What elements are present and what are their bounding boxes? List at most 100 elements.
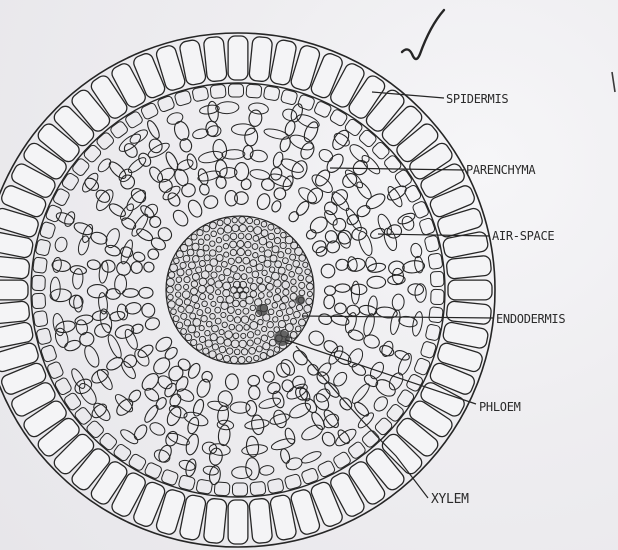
parenchyma-cell <box>106 333 124 359</box>
parenchyma-cell <box>104 244 122 258</box>
parenchyma-cell <box>129 212 150 238</box>
label-phloem: PHLOEM <box>479 400 521 414</box>
parenchyma-cell <box>222 149 245 159</box>
hypodermis-cell <box>54 377 73 396</box>
epidermis-cell <box>0 255 30 279</box>
parenchyma-cell <box>244 128 258 147</box>
vascular-patch <box>256 304 268 316</box>
hypodermis-cell <box>347 441 367 460</box>
parenchyma-cell <box>136 151 153 169</box>
parenchyma-cell <box>320 430 337 448</box>
hypodermis-cell <box>313 100 332 118</box>
epidermis-cell <box>249 36 273 82</box>
parenchyma-cell <box>328 187 350 209</box>
hypodermis-cell <box>374 417 394 437</box>
parenchyma-cell <box>166 111 185 127</box>
parenchyma-cell <box>186 362 202 381</box>
parenchyma-cell <box>107 201 127 219</box>
parenchyma-cell <box>310 239 327 255</box>
hypodermis-cell <box>46 361 64 380</box>
parenchyma-cell <box>166 431 190 447</box>
parenchyma-cell <box>70 265 87 275</box>
parenchyma-cell <box>201 370 214 383</box>
hypodermis-cell <box>32 293 46 309</box>
hypodermis-cell <box>383 154 403 174</box>
parenchyma-cell <box>225 373 239 390</box>
hypodermis-cell <box>267 478 284 494</box>
parenchyma-cell <box>245 457 260 480</box>
parenchyma-cell <box>75 319 89 336</box>
parenchyma-cell <box>130 261 143 275</box>
parenchyma-cell <box>335 284 350 293</box>
parenchyma-cell <box>356 411 376 431</box>
parenchyma-cell <box>259 465 275 477</box>
parenchyma-cell <box>268 171 293 189</box>
parenchyma-cell <box>76 235 90 256</box>
hypodermis-cell <box>32 275 46 290</box>
epidermis-cell <box>448 280 492 300</box>
hypodermis-cell <box>403 184 422 203</box>
parenchyma-cell <box>230 402 250 414</box>
parenchyma-cell <box>119 359 138 381</box>
hypodermis-cell <box>429 307 444 323</box>
hypodermis-cell <box>83 144 103 164</box>
parenchyma-cell <box>153 334 174 354</box>
parenchyma-cell <box>51 313 65 337</box>
margin-stroke <box>612 72 615 92</box>
hypodermis-cell <box>74 406 94 426</box>
hypodermis-cell <box>71 157 90 177</box>
epidermis-cell <box>203 498 227 544</box>
parenchyma-cell <box>72 268 84 289</box>
vascular-patch <box>274 330 290 346</box>
parenchyma-cell <box>175 386 196 404</box>
parenchyma-cell <box>54 236 69 253</box>
parenchyma-cell <box>279 448 291 465</box>
hypodermis-cell <box>329 108 348 127</box>
parenchyma-cell <box>136 343 155 360</box>
parenchyma-cell <box>410 242 423 258</box>
parenchyma-cell <box>302 120 321 144</box>
parenchyma-cell <box>234 192 248 205</box>
parenchyma-cell <box>197 169 221 183</box>
parenchyma-cell <box>128 127 150 146</box>
parenchyma-cell <box>176 357 192 373</box>
parenchyma-cell <box>225 190 238 206</box>
hypodermis-cell <box>246 84 262 98</box>
parenchyma-cell <box>272 186 287 201</box>
parenchyma-cell <box>93 322 112 339</box>
hypodermis-cell <box>128 453 147 472</box>
hypodermis-cell <box>63 392 82 412</box>
hypodermis-cell <box>45 204 63 223</box>
parenchyma-cell <box>132 423 150 442</box>
parenchyma-cell <box>333 426 359 449</box>
parenchyma-cell <box>367 276 386 289</box>
hypodermis-cell <box>95 131 115 151</box>
parenchyma-cell <box>270 199 282 213</box>
parenchyma-cell <box>116 261 132 277</box>
hypodermis-cell <box>228 84 243 97</box>
parenchyma-cell <box>202 194 219 210</box>
parenchyma-cell <box>250 414 265 435</box>
label-air-space: AIR-SPACE <box>492 229 554 243</box>
parenchyma-cell <box>414 256 425 274</box>
parenchyma-cell <box>287 400 312 421</box>
parenchyma-cell <box>295 112 321 130</box>
parenchyma-cell <box>176 158 195 173</box>
parenchyma-cell <box>247 375 260 387</box>
hypodermis-cell <box>428 253 443 270</box>
parenchyma-cell <box>156 225 174 243</box>
parenchyma-cell <box>143 386 162 404</box>
parenchyma-cell <box>415 284 426 303</box>
parenchyma-cell <box>334 302 347 314</box>
parenchyma-cell <box>117 131 144 154</box>
parenchyma-cell <box>249 168 270 181</box>
parenchyma-cell <box>126 155 148 175</box>
parenchyma-cell <box>241 444 268 456</box>
epidermis-cell <box>446 301 492 325</box>
parenchyma-cell <box>148 420 167 438</box>
parenchyma-cell <box>400 215 416 232</box>
parenchyma-cell <box>167 403 189 421</box>
parenchyma-cell <box>144 316 162 332</box>
parenchyma-cell <box>289 158 310 181</box>
hypodermis-cell <box>413 357 431 376</box>
